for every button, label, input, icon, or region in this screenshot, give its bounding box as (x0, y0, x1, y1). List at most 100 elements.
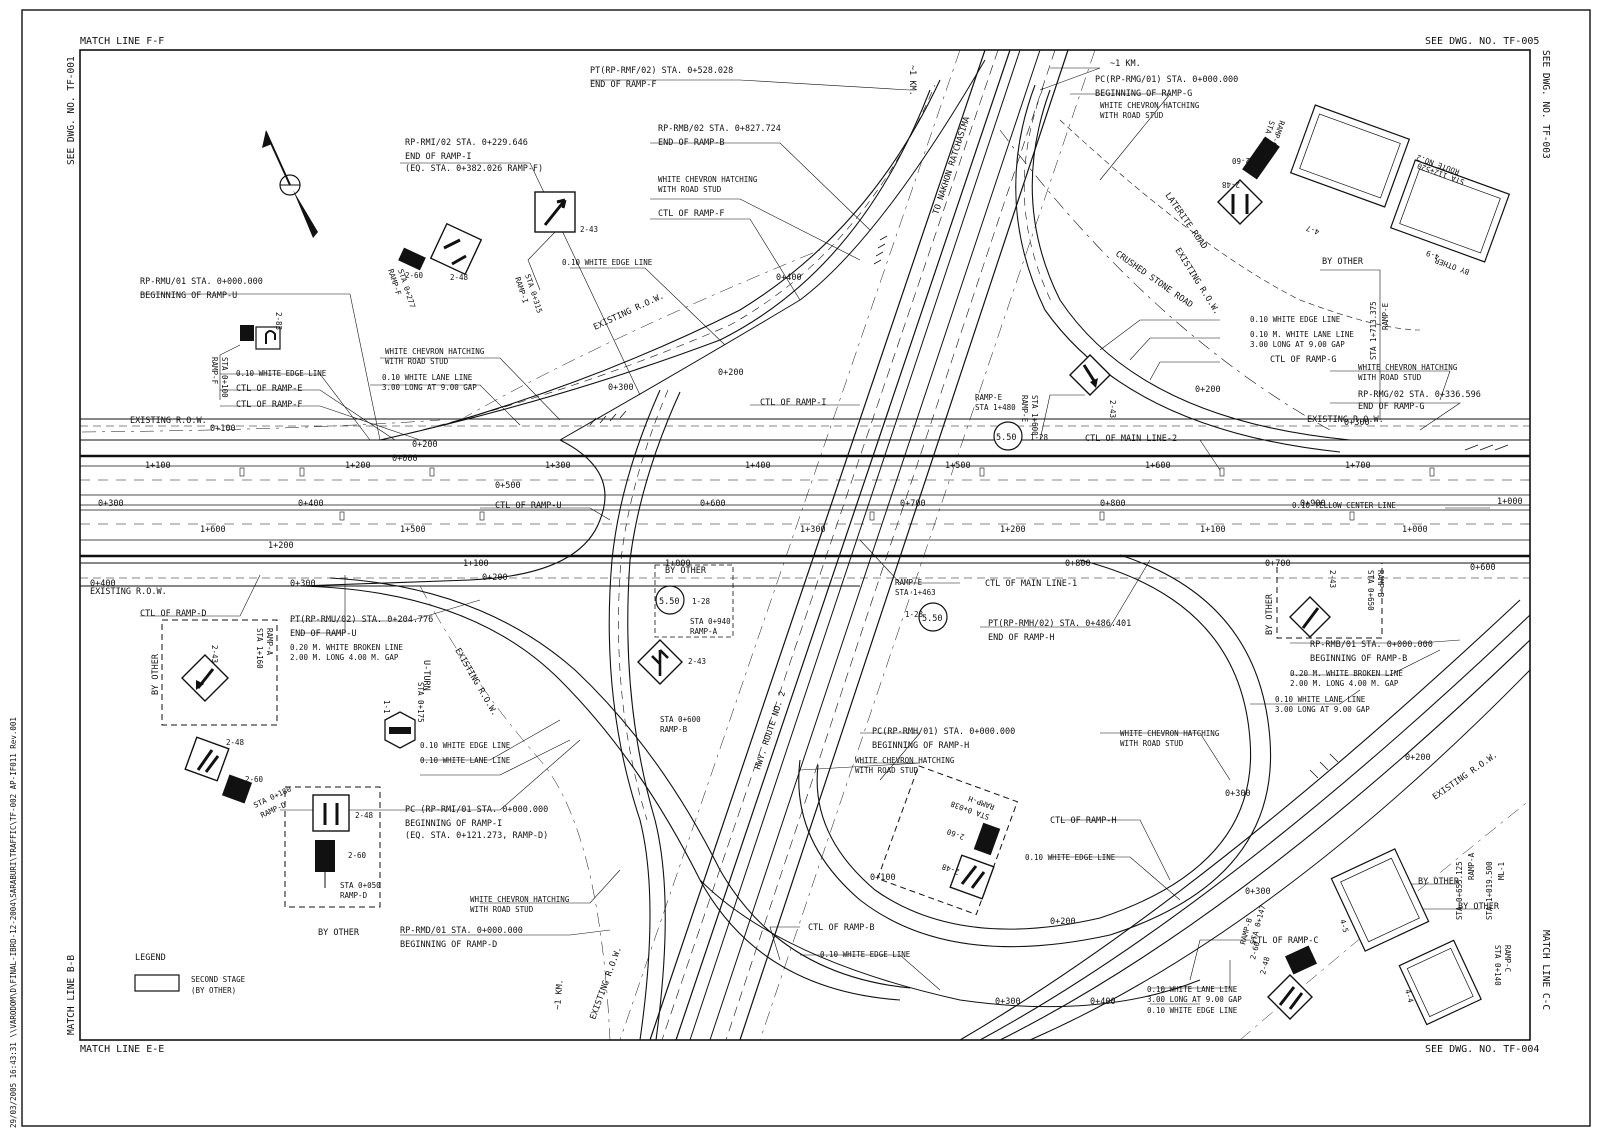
station-ml-1100: 1+100 (463, 559, 489, 569)
callout-rmg02-1: RP-RMG/02 STA. 0+336.596 (1358, 390, 1481, 400)
svg-text:2-48: 2-48 (940, 862, 961, 877)
leader-lines (140, 67, 1490, 1005)
svg-text:2-48: 2-48 (1258, 955, 1271, 975)
sign-box-ramp-d: 2-48 2-60 STA 0+050 RAMP-D (284, 786, 381, 908)
road-label-km1-bot: ~1 KM. (553, 979, 566, 1010)
callout-rmi01-1: PC (RP-RMI/01 STA. 0+000.000 (405, 805, 548, 815)
station-r-0100: 0+100 (210, 424, 236, 434)
station-r-0800: 0+800 (1065, 559, 1091, 569)
station-ml-1200: 1+200 (268, 541, 294, 551)
callout-rmb01-3: 0.20 M. WHITE BROKEN LINE (1290, 669, 1403, 678)
road-label-existing-row-w: EXISTING R.O.W. (1172, 246, 1221, 316)
callout-chev-h4: WITH ROAD STUD (1120, 739, 1184, 748)
callout-rmh01-2: BEGINNING OF RAMP-H (872, 741, 969, 751)
callout-ctl-g: CTL OF RAMP-G (1270, 355, 1337, 365)
sign-1-1-u-turn: 1-1 STA 0+175 (382, 682, 425, 749)
svg-text:RAMP-E: RAMP-E (1381, 302, 1390, 330)
sign-2-43-ramp-i: 2-43 STA 0+315 RAMP-I (513, 191, 598, 314)
sign-speed-5-50-top: 5.50 1-28 STA 1+480 RAMP-E (975, 393, 1049, 451)
callout-rmh02-2: END OF RAMP-H (988, 633, 1055, 643)
svg-text:ML-1: ML-1 (1497, 862, 1506, 880)
svg-text:STA 1+463: STA 1+463 (895, 588, 936, 597)
callout-rmb01-5: 0.10 WHITE LANE LINE (1275, 695, 1366, 704)
svg-text:1-28: 1-28 (1030, 433, 1049, 442)
svg-text:BY OTHER: BY OTHER (1433, 256, 1470, 277)
callout-rmd01-2: BEGINNING OF RAMP-D (400, 940, 497, 950)
callout-rmb01-6: 3.00 LONG AT 9.00 GAP (1275, 705, 1370, 714)
svg-text:RAMP-C: RAMP-C (1503, 945, 1512, 972)
svg-text:2-48: 2-48 (1221, 180, 1240, 189)
svg-text:RAMP-E: RAMP-E (1020, 395, 1029, 423)
callouts: PT(RP-RMF/02) STA. 0+528.028 END OF RAMP… (140, 59, 1500, 1015)
station-r-0200: 0+200 (1405, 753, 1431, 763)
callout-edge-g: 0.10 WHITE EDGE LINE (1250, 315, 1341, 324)
callout-edge-b: 0.10 WHITE EDGE LINE (236, 369, 327, 378)
callout-ctl-h: CTL OF RAMP-H (1050, 816, 1117, 826)
station-r-0400: 0+400 (1090, 997, 1116, 1007)
station-ml2-1100: 1+100 (145, 461, 171, 471)
station-ml-0800: 0+800 (1100, 499, 1126, 509)
svg-text:RAMP-A: RAMP-A (690, 627, 718, 636)
callout-chev1-2: WITH ROAD STUD (658, 185, 722, 194)
callout-rmh02-1: PT(RP-RMH/02) STA. 0+486.401 (988, 619, 1131, 629)
sign-box-ramp-a: 2-43 STA 1+160 RAMP-A (161, 619, 278, 726)
callout-ctl-i: CTL OF RAMP-I (760, 398, 827, 408)
svg-text:2-43: 2-43 (1108, 400, 1117, 418)
svg-text:STA 0+600: STA 0+600 (660, 715, 701, 724)
chevron-hatching (589, 235, 1509, 779)
svg-text:STA 0+940: STA 0+940 (690, 617, 731, 626)
svg-text:RAMP-D: RAMP-D (340, 891, 368, 900)
callout-lane-1: 0.10 WHITE LANE LINE (382, 373, 473, 382)
callout-rmu02-2: END OF RAMP-U (290, 629, 357, 639)
callout-rmb01-4: 2.00 M. LONG 4.00 M. GAP (1290, 679, 1399, 688)
station-r-0300: 0+300 (1225, 789, 1251, 799)
svg-text:STA 0+100: STA 0+100 (220, 357, 229, 398)
svg-text:2-48: 2-48 (226, 738, 245, 747)
station-r-0400: 0+400 (90, 579, 116, 589)
main-line-markers (239, 467, 1435, 521)
svg-text:RAMP-F: RAMP-F (210, 357, 219, 385)
callout-ctl-e: CTL OF RAMP-E (236, 384, 303, 394)
callout-rmu01-2: BEGINNING OF RAMP-U (140, 291, 237, 301)
station-r-0300: 0+300 (1245, 887, 1271, 897)
svg-text:STA 0+650: STA 0+650 (1366, 570, 1375, 611)
callout-by-other-1: BY OTHER (665, 566, 707, 576)
callout-rmu02-4: 2.00 M. LONG 4.00 M. GAP (290, 653, 399, 662)
station-ml2-1700: 1+700 (1345, 461, 1371, 471)
callout-rmg02-2: END OF RAMP-G (1358, 402, 1425, 412)
svg-text:2-60: 2-60 (405, 271, 424, 280)
callout-chev-h2: WITH ROAD STUD (855, 766, 919, 775)
guide-board-upper: 4-7 4-9 ROUTE NO.2 STA 112+520 BY OTHER (1289, 104, 1511, 277)
callout-ctl-u: CTL OF RAMP-U (495, 501, 562, 511)
station-r-0200: 0+200 (482, 573, 508, 583)
svg-text:RAMP-B: RAMP-B (1376, 570, 1385, 598)
svg-text:4-5: 4-5 (1338, 918, 1350, 933)
svg-text:2-43: 2-43 (210, 645, 219, 663)
callout-yellow: 0.10 YELLOW CENTER LINE (1292, 501, 1396, 510)
svg-text:2-43: 2-43 (1328, 570, 1337, 588)
station-ml-0900: 0+900 (1300, 499, 1326, 509)
sign-2-43-ramp-b: 2-43 STA 0+600 RAMP-B (637, 639, 706, 734)
callout-ctl-c: CTL OF RAMP-C (1252, 936, 1319, 946)
station-ml-1300: 1+300 (800, 525, 826, 535)
callout-chev-h3: WHITE CHEVRON HATCHING (1120, 729, 1220, 738)
match-line-left-top: SEE DWG. NO. TF-001 (66, 56, 77, 165)
station-ml-0700: 0+700 (900, 499, 926, 509)
station-r-0300: 0+300 (290, 579, 316, 589)
match-line-top-left: MATCH LINE F-F (80, 36, 164, 47)
callout-by-other-4: BY OTHER (1458, 902, 1500, 912)
road-label-laterite: LATERITE ROAD (1163, 191, 1209, 251)
svg-text:2-60: 2-60 (1231, 156, 1250, 165)
svg-text:STA 1+019.500: STA 1+019.500 (1485, 861, 1494, 920)
svg-text:RAMP-E: RAMP-E (895, 578, 923, 587)
legend-item-line2: (BY OTHER) (191, 986, 236, 995)
north-arrow-icon (262, 130, 318, 238)
svg-text:STA 1+160: STA 1+160 (255, 628, 264, 669)
svg-text:2-60: 2-60 (245, 775, 264, 784)
station-ml-0400: 0+400 (298, 499, 324, 509)
station-ml2-1000: 1+000 (1402, 525, 1428, 535)
callout-rmg01-3: WHITE CHEVRON HATCHING (1100, 101, 1200, 110)
callout-edge-a: 0.10 WHITE EDGE LINE (562, 258, 653, 267)
road-label-existing-row: EXISTING R.O.W. (588, 945, 624, 1021)
